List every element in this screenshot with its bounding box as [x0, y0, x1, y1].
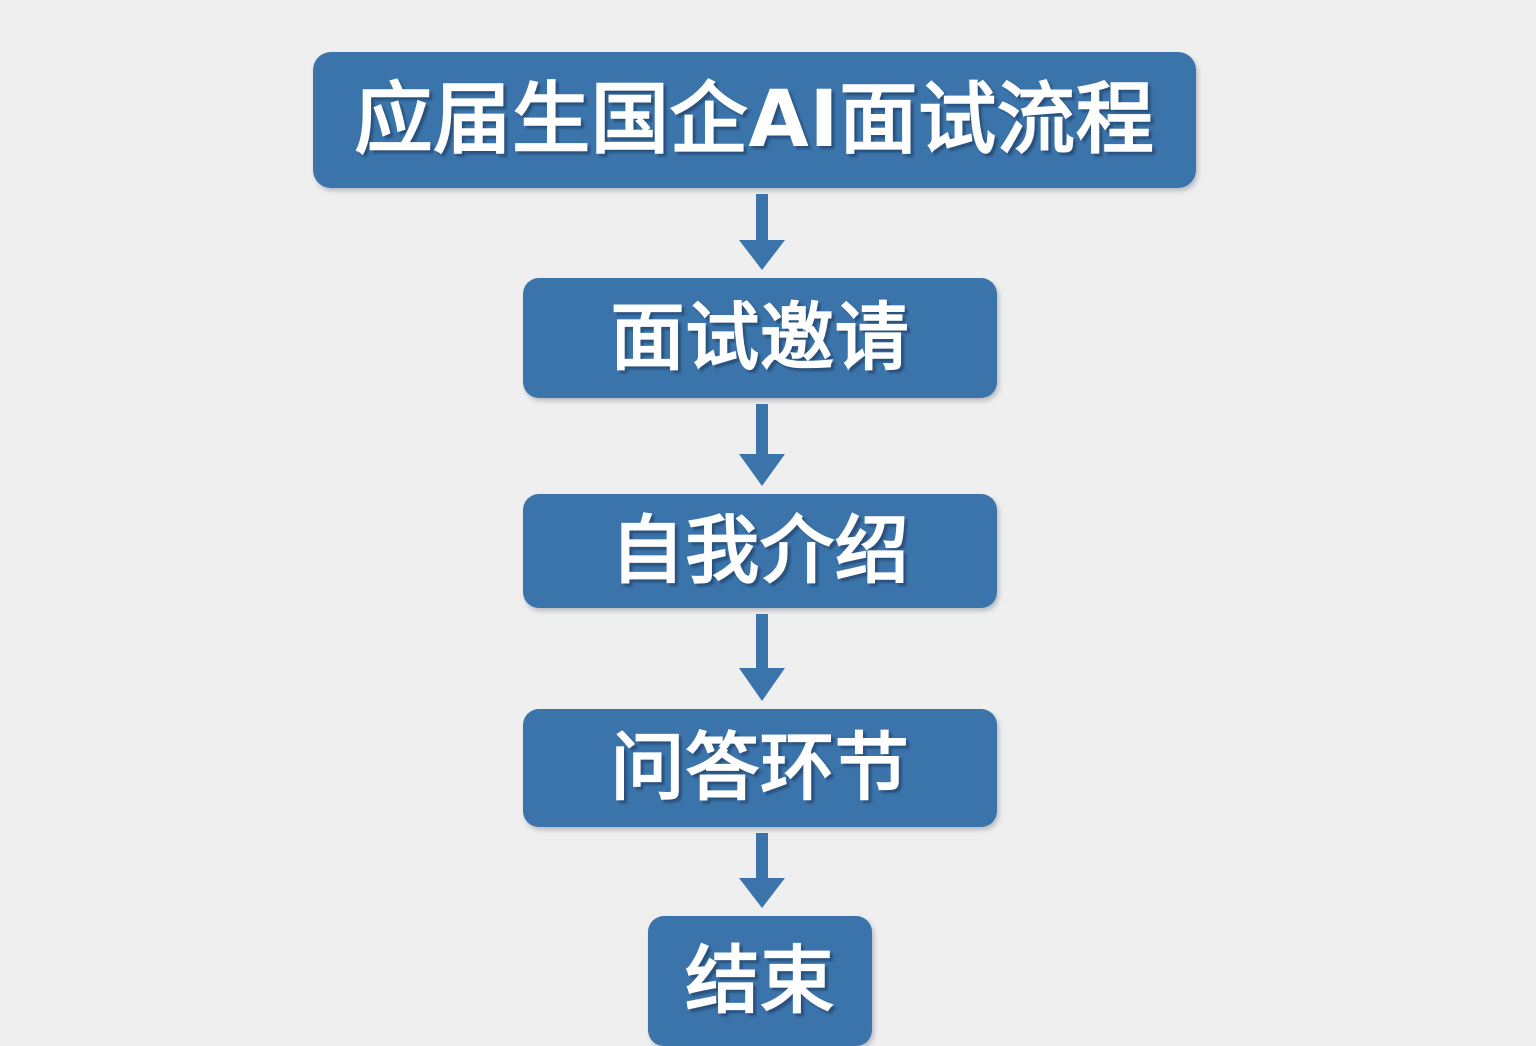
- flow-node-interview-invitation-label: 面试邀请: [610, 295, 910, 381]
- flow-node-title[interactable]: 应届生国企AI面试流程: [313, 52, 1196, 188]
- arrow-down-icon-selfintro-to-qa: [727, 614, 797, 703]
- flow-node-self-introduction[interactable]: 自我介绍: [523, 494, 997, 608]
- flow-node-question-answer-label: 问答环节: [610, 725, 910, 811]
- flow-node-end-label: 结束: [685, 938, 835, 1024]
- flow-node-end[interactable]: 结束: [648, 916, 872, 1046]
- flowchart-canvas: 应届生国企AI面试流程 面试邀请 自我介绍 问答环节 结束: [313, 52, 1196, 1046]
- flow-node-question-answer[interactable]: 问答环节: [523, 709, 997, 827]
- flow-node-self-introduction-label: 自我介绍: [610, 508, 910, 594]
- arrow-down-icon-qa-to-end: [727, 833, 797, 910]
- flow-node-interview-invitation[interactable]: 面试邀请: [523, 278, 997, 398]
- flow-node-title-label: 应届生国企AI面试流程: [354, 75, 1155, 165]
- arrow-down-icon-invite-to-selfintro: [727, 404, 797, 488]
- arrow-down-icon-title-to-invite: [727, 194, 797, 272]
